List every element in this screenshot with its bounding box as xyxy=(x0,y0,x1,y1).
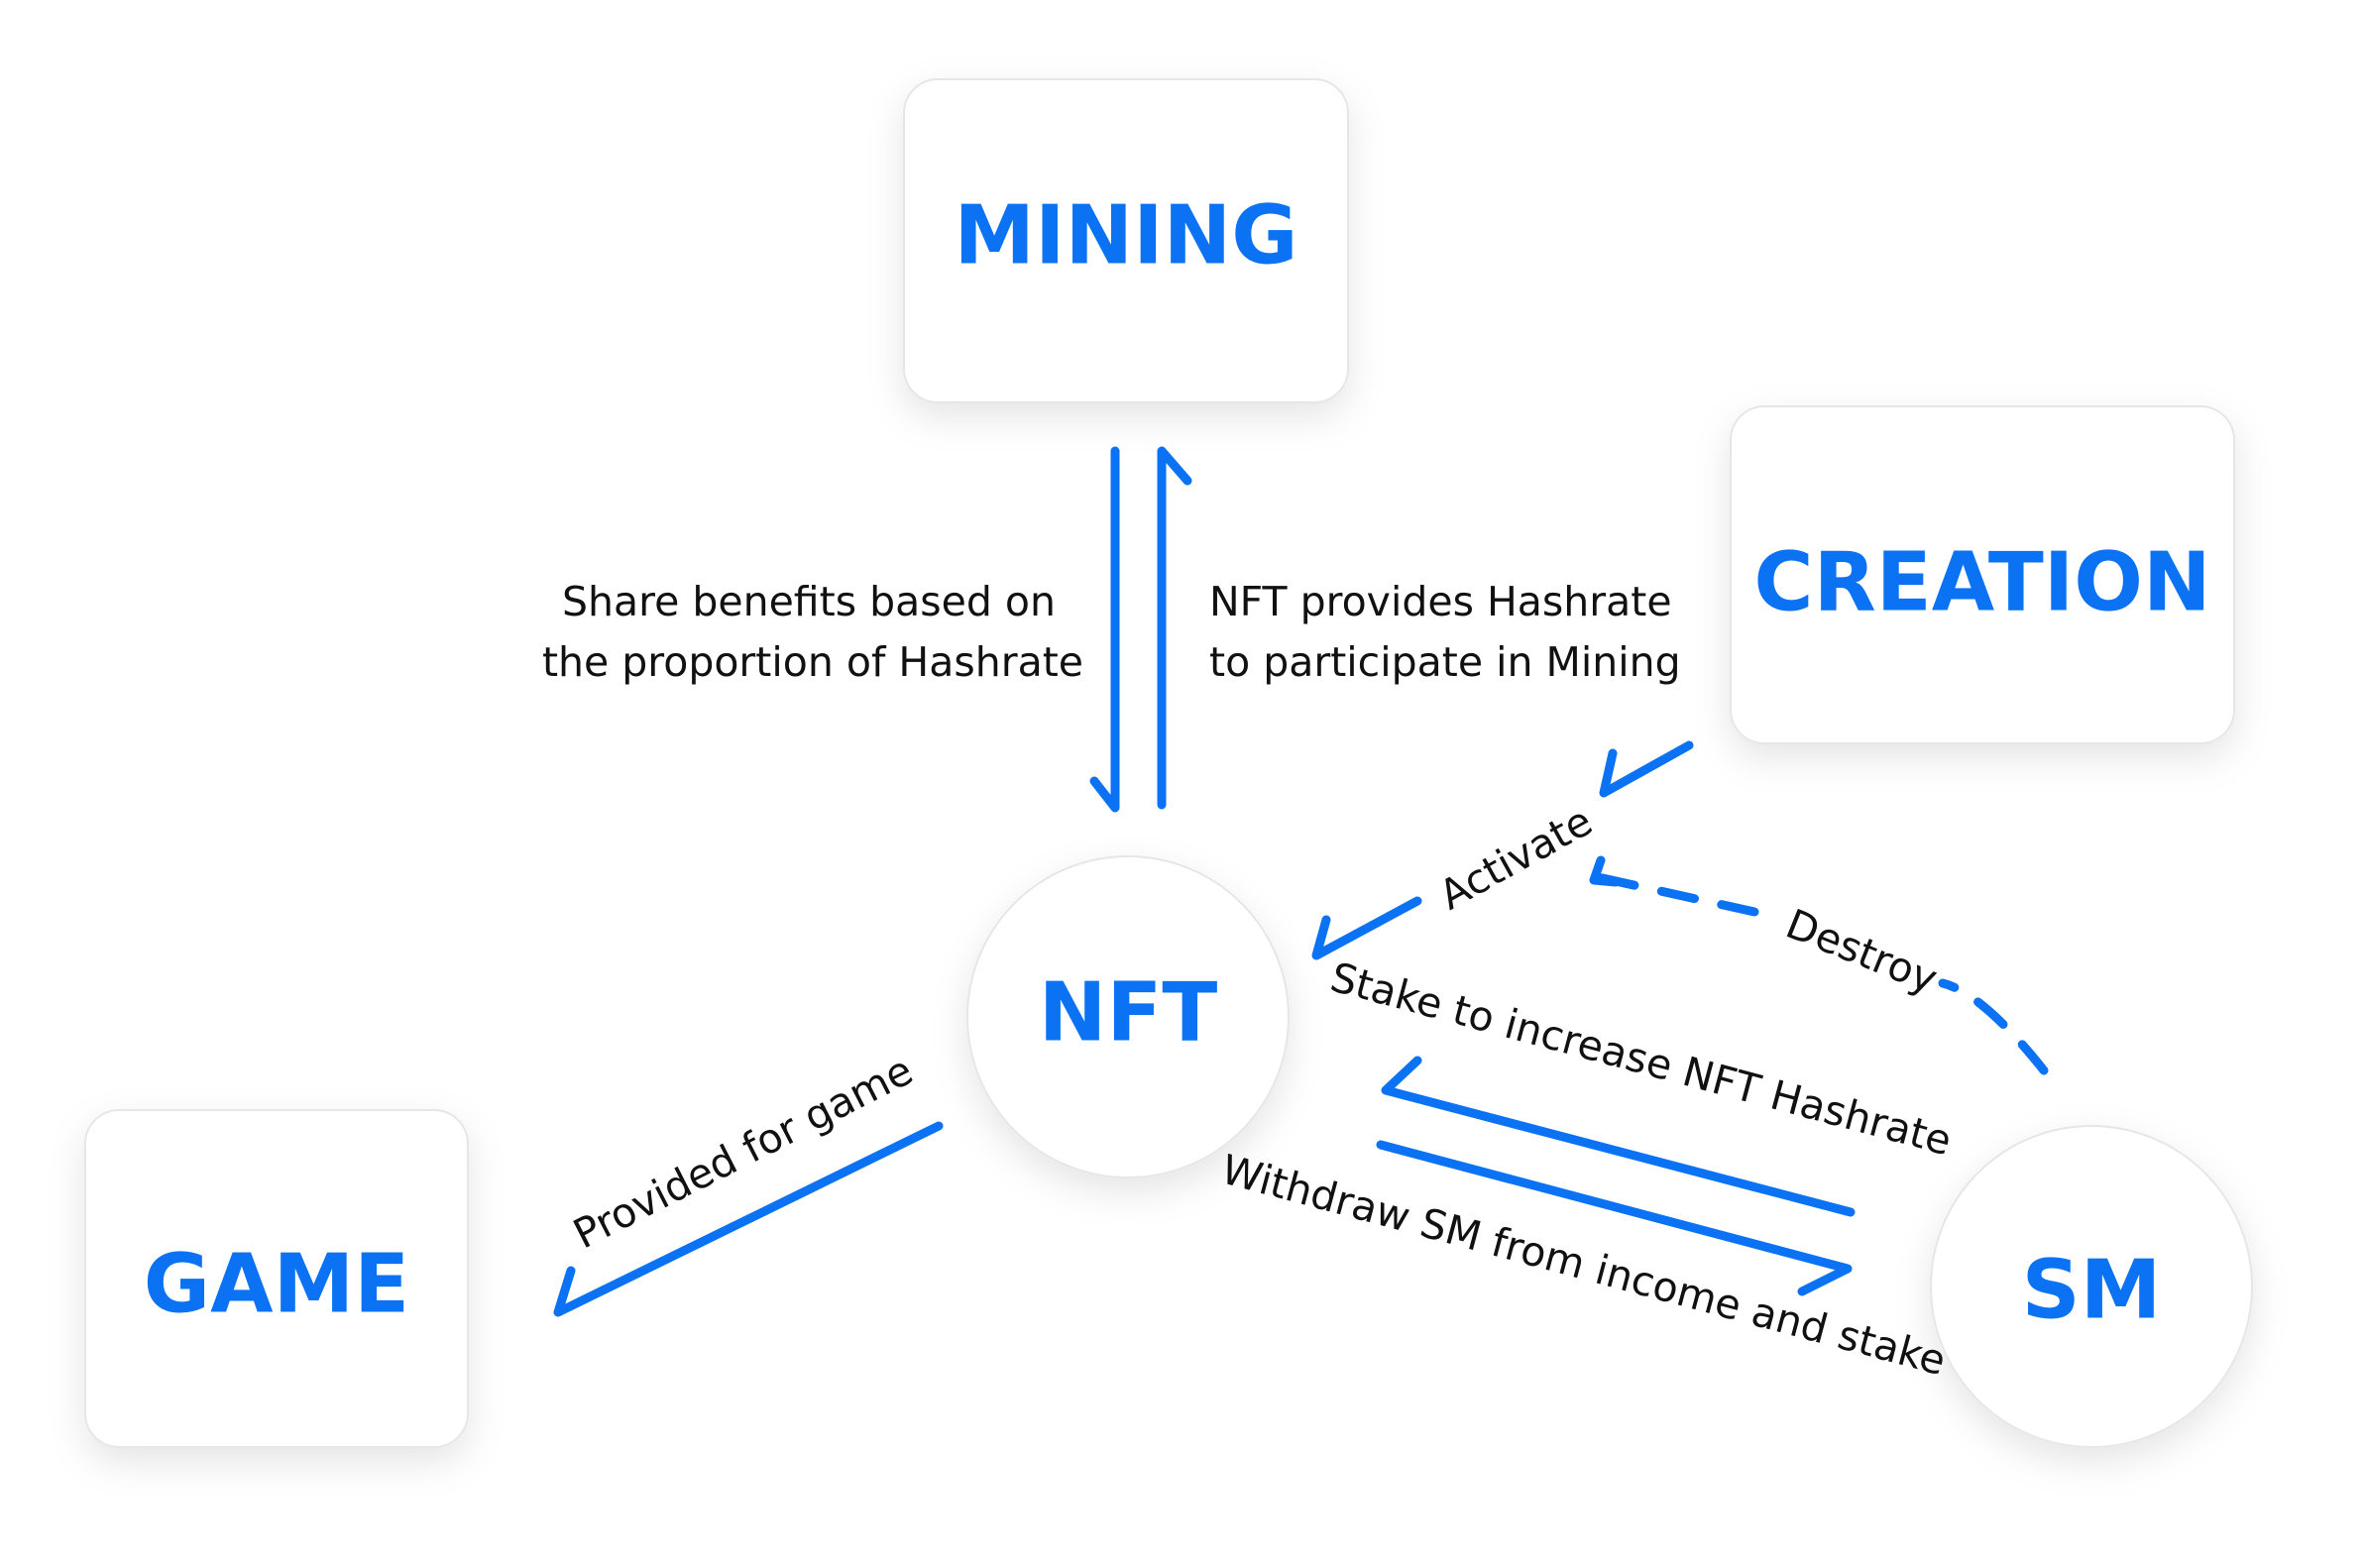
label-share-benefits-line2: the proportion of Hashrate xyxy=(542,638,1083,686)
label-nft-provides-line1: NFT provides Hashrate xyxy=(1209,578,1672,625)
arrow-nft-to-game xyxy=(553,1121,944,1317)
node-nft: NFT xyxy=(966,855,1290,1178)
label-share-benefits-line1: Share benefits based on xyxy=(562,578,1056,625)
arrow-destroy-to-creation xyxy=(1593,872,1759,917)
node-sm: SM xyxy=(1930,1125,2253,1448)
node-sm-label: SM xyxy=(2022,1244,2162,1338)
node-game: GAME xyxy=(84,1109,469,1448)
arrow-nft-to-mining xyxy=(1157,446,1192,810)
arrow-destroy-head xyxy=(1589,855,1621,887)
node-mining: MINING xyxy=(903,78,1349,403)
node-creation: CREATION xyxy=(1730,405,2235,744)
label-share-benefits: Share benefits based on the proportion o… xyxy=(542,578,1083,686)
arrow-mining-to-nft xyxy=(1089,446,1120,813)
arrow-sm-destroy xyxy=(1938,978,2049,1075)
arrow-activate-to-nft xyxy=(1311,896,1422,960)
label-nft-provides-line2: to participate in Mining xyxy=(1209,638,1681,686)
node-creation-label: CREATION xyxy=(1753,536,2210,630)
arrow-nft-withdraw-to-sm xyxy=(1376,1140,1853,1296)
arrow-creation-activate-head xyxy=(1599,740,1694,798)
node-game-label: GAME xyxy=(144,1238,409,1332)
node-mining-label: MINING xyxy=(954,189,1297,283)
node-nft-label: NFT xyxy=(1039,966,1218,1061)
label-destroy: Destroy xyxy=(1779,900,1944,1003)
label-nft-provides: NFT provides Hashrate to participate in … xyxy=(1209,578,1685,686)
arrow-sm-stake-to-nft xyxy=(1381,1056,1856,1217)
label-activate: Activate xyxy=(1431,797,1600,919)
